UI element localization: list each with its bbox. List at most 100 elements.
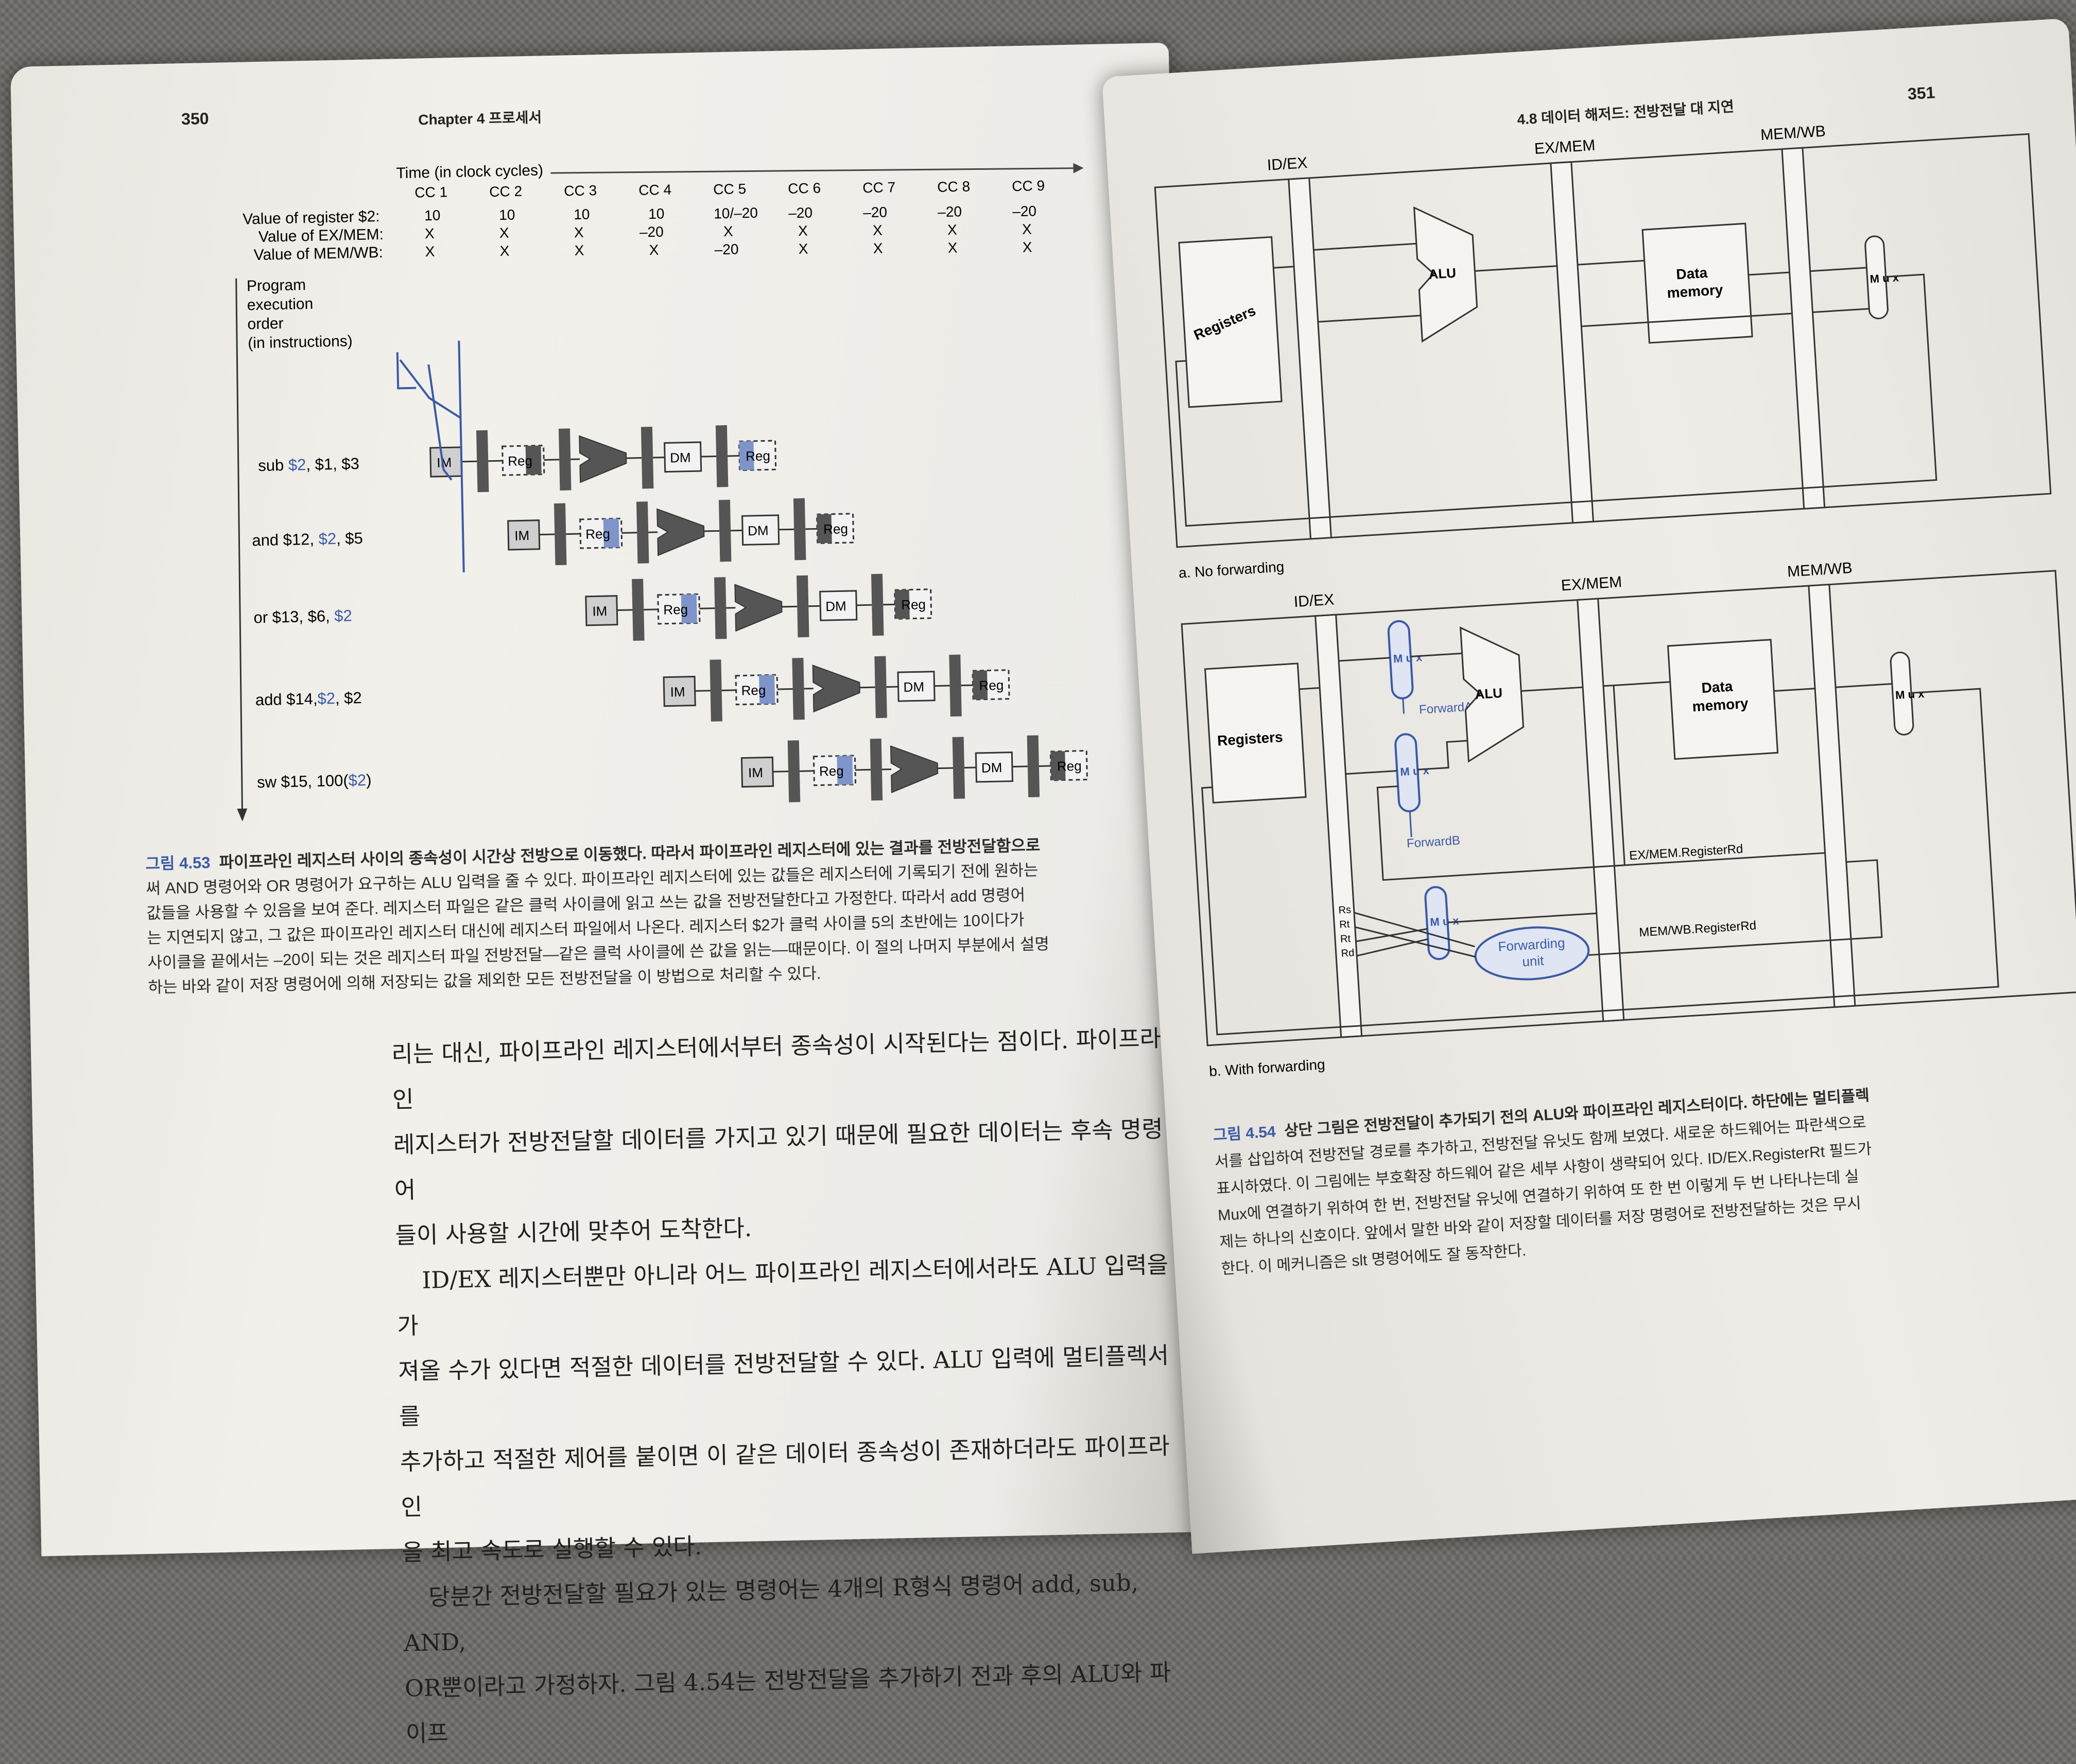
forward-a-label: ForwardA: [1418, 700, 1473, 717]
pipeline-register: [641, 427, 654, 488]
id-ex-label: ID/EX: [1267, 154, 1308, 174]
rt-label-1: Rt: [1339, 919, 1351, 931]
alu-label-b: ALU: [1475, 685, 1503, 702]
ex-mem-label-b: EX/MEM: [1561, 573, 1622, 594]
clock-cycle-label: CC 5: [713, 181, 746, 197]
caption-4-54: 그림 4.54 상단 그림은 전방전달이 추가되기 전의 ALU와 파이프라인 …: [1212, 1068, 2076, 1283]
instruction-operands: , $1, $3: [306, 455, 359, 474]
reg-label: Reg: [585, 526, 610, 542]
caption-4-53: 그림 4.53 파이프라인 레지스터 사이의 종속성이 시간상 전방으로 이동했…: [145, 831, 1116, 1000]
clock-cycle-label: CC 4: [638, 182, 671, 198]
left-page: 350 Chapter 4 프로세서 Time (in clock cycles…: [10, 43, 1200, 1556]
alu-stage: [579, 435, 627, 482]
diagram-b-frame: [1182, 571, 2076, 1045]
row-label-register: Value of register $2:: [243, 208, 380, 228]
im-label: IM: [748, 765, 764, 781]
register-highlight: $2: [318, 530, 336, 548]
time-axis-line: [551, 162, 1074, 179]
table-cell: X: [873, 240, 883, 256]
pipeline-register: [793, 498, 806, 560]
reg-label: Reg: [741, 683, 766, 698]
pipeline-register: [949, 655, 962, 717]
instruction-opcode: sub: [258, 456, 288, 475]
instruction-operands: , $2: [335, 689, 362, 707]
writeback-mux-label: M u x: [1870, 271, 1899, 285]
stage-wire: [860, 687, 875, 688]
table-cell: X: [574, 224, 584, 240]
row-label-memwb: Value of MEM/WB:: [253, 244, 383, 264]
instruction-opcode: add $14,: [255, 690, 317, 709]
table-cell: X: [798, 223, 808, 239]
clock-cycle-label: CC 7: [862, 179, 895, 196]
ex-mem-label: EX/MEM: [1534, 137, 1596, 158]
table-cell: 10/–20: [714, 205, 758, 222]
rd-label: Rd: [1341, 947, 1355, 959]
data-memory-label-b1: Data: [1701, 678, 1734, 696]
figure-number-454: 그림 4.54: [1213, 1123, 1276, 1144]
table-cell: X: [947, 240, 958, 256]
page-number-right: 351: [1907, 83, 1936, 103]
instruction-label: sub $2, $1, $3: [258, 455, 359, 475]
forward-b-mux-label: M u x: [1400, 764, 1430, 778]
pipeline-register: [559, 428, 572, 490]
instruction-label: sw $15, 100($2): [257, 771, 372, 792]
pipeline-register: [719, 500, 732, 562]
alu-stage: [813, 665, 860, 712]
clock-cycle-label: CC 1: [414, 184, 447, 200]
register-highlight: $2: [288, 456, 306, 474]
table-cell: 10: [499, 207, 515, 223]
pipeline-register: [953, 737, 965, 799]
stage-wire: [722, 690, 736, 691]
stage-wire: [701, 456, 716, 457]
reg-label: Reg: [663, 602, 688, 618]
stage-wire: [699, 608, 715, 609]
pipeline-register: [797, 575, 809, 637]
clock-cycle-label: CC 8: [937, 179, 970, 195]
program-label-line2: execution: [247, 295, 313, 314]
reg-label: Reg: [979, 677, 1004, 693]
pipeline-register: [1027, 735, 1040, 797]
table-cell: –20: [863, 204, 887, 220]
chapter-header: Chapter 4 프로세서: [418, 106, 542, 129]
stage-wire: [800, 771, 814, 772]
reg-label: Reg: [508, 453, 532, 469]
table-cell: X: [873, 222, 883, 238]
reg-label: Reg: [823, 521, 848, 537]
pipeline-register: [554, 503, 567, 565]
im-label: IM: [670, 684, 685, 700]
pipeline-register: [636, 501, 649, 563]
mem-wb-label-b: MEM/WB: [1787, 560, 1853, 581]
dm-label: DM: [903, 679, 924, 695]
time-axis-arrow: [1073, 163, 1083, 173]
program-order-arrow-line: [231, 278, 248, 816]
im-label: IM: [592, 603, 608, 619]
pipeline-register: [871, 574, 884, 636]
table-cell: 10: [648, 205, 665, 222]
stage-wire: [778, 529, 794, 530]
body-line: 당분간 전방전달할 필요가 있는 명령어는 4개의 R형식 명령어 add, s…: [403, 1559, 1187, 1666]
stage-wire: [539, 534, 555, 535]
body-line: 져올 수가 있다면 적절한 데이터를 전방전달할 수 있다. ALU 입력에 멀…: [397, 1333, 1182, 1440]
clock-cycle-label: CC 3: [564, 182, 597, 199]
instruction-label: and $12, $2, $5: [252, 529, 363, 550]
figure-number: 그림 4.53: [145, 853, 211, 873]
time-axis-label: Time (in clock cycles): [396, 162, 543, 182]
id-ex-label-b: ID/EX: [1293, 591, 1335, 610]
table-cell: –20: [938, 203, 962, 220]
pipeline-register: [632, 579, 645, 640]
table-cell: X: [798, 241, 808, 257]
stage-wire: [938, 768, 953, 769]
instruction-operands: ): [366, 771, 372, 789]
pipeline-register: [716, 425, 729, 487]
instruction-opcode: and $12,: [252, 530, 319, 550]
body-line: ID/EX 레지스터뿐만 아니라 어느 파이프라인 레지스터에서라도 ALU 입…: [396, 1242, 1180, 1349]
mem-wb-rd-label: MEM/WB.RegisterRd: [1639, 919, 1757, 940]
table-cell: X: [425, 225, 435, 241]
diagram-a-sublabel: a. No forwarding: [1178, 558, 1285, 581]
